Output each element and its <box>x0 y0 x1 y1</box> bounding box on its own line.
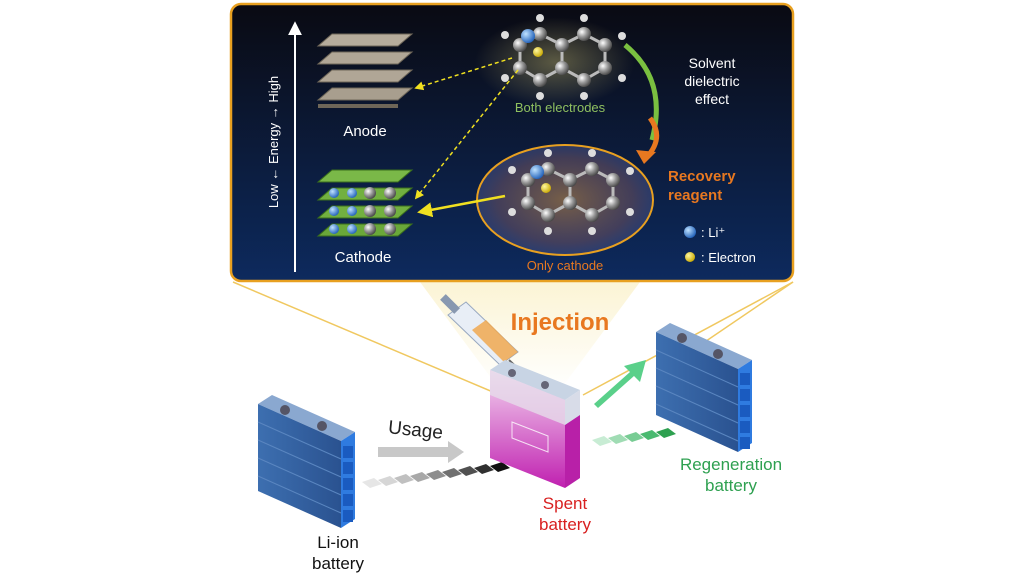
legend-electron-marker <box>685 252 695 262</box>
both-electrodes-label: Both electrodes <box>515 100 606 115</box>
molecule-both-electrodes <box>475 14 635 107</box>
regeneration-up-arrow <box>594 360 646 408</box>
injection-label: Injection <box>511 309 610 336</box>
energy-axis-label: Low ← Energy → High <box>266 76 281 208</box>
solvent-arrow <box>623 43 659 164</box>
molecule-only-cathode <box>476 144 654 256</box>
solvent-label-2: dielectric <box>684 73 739 89</box>
legend-electron-label: : Electron <box>701 250 756 265</box>
syringe-icon <box>440 294 529 379</box>
solvent-label-3: effect <box>695 91 729 107</box>
spent-label-2: battery <box>539 515 591 534</box>
spent-label-1: Spent <box>543 494 588 513</box>
recovery-label-2: reagent <box>668 187 722 204</box>
anode-stack <box>316 33 414 108</box>
usage-label: Usage <box>387 417 444 444</box>
usage-arrow <box>378 441 464 463</box>
legend-li-marker <box>684 226 696 238</box>
reagent-to-cathode-arrow <box>417 194 506 218</box>
regen-label-1: Regeneration <box>680 455 782 474</box>
liion-battery <box>257 395 355 528</box>
cathode-label: Cathode <box>335 249 392 266</box>
solvent-label-1: Solvent <box>689 55 736 71</box>
mechanism-panel: Low ← Energy → High Anode <box>229 2 795 283</box>
liion-label-2: battery <box>312 554 364 573</box>
regen-label-2: battery <box>705 476 757 495</box>
recovery-label-1: Recovery <box>668 168 736 185</box>
legend: : Li⁺ : Electron <box>684 225 756 265</box>
legend-li-label: : Li⁺ <box>701 225 725 240</box>
only-cathode-label: Only cathode <box>527 258 604 273</box>
spent-battery <box>490 360 580 488</box>
cathode-stack <box>316 169 414 237</box>
energy-axis: Low ← Energy → High <box>266 21 302 272</box>
light-beams <box>420 282 640 390</box>
cathode-li-ions <box>329 187 396 235</box>
dashed-arrows <box>414 57 519 200</box>
chevrons-to-regen <box>592 428 676 446</box>
regeneration-battery <box>655 323 752 452</box>
liion-label-1: Li-ion <box>317 533 359 552</box>
chevrons-to-spent <box>362 462 510 488</box>
anode-label: Anode <box>343 123 386 140</box>
